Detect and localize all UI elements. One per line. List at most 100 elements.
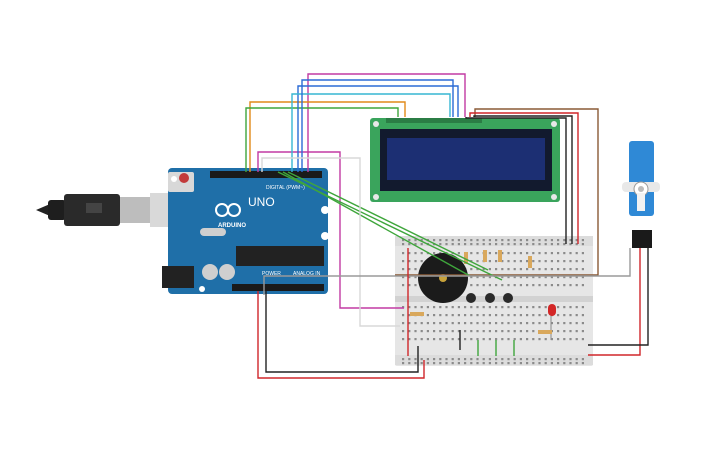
breadboard-hole [557, 362, 560, 365]
breadboard-hole [563, 314, 566, 317]
breadboard-hole [563, 243, 566, 246]
breadboard-hole [482, 330, 485, 333]
breadboard-hole [488, 268, 491, 271]
breadboard-hole [439, 322, 442, 325]
breadboard-hole [488, 306, 491, 309]
breadboard-hole [457, 338, 460, 341]
breadboard-hole [445, 243, 448, 246]
breadboard-hole [495, 268, 498, 271]
breadboard-hole [575, 358, 578, 361]
breadboard-hole [495, 322, 498, 325]
breadboard-hole [575, 284, 578, 287]
analog-header [232, 284, 324, 291]
push-buttons[interactable] [466, 293, 513, 303]
breadboard-hole [557, 243, 560, 246]
breadboard-hole [402, 330, 405, 333]
breadboard-hole [519, 243, 522, 246]
breadboard-hole [408, 276, 411, 279]
breadboard-hole [507, 338, 510, 341]
breadboard-hole [507, 322, 510, 325]
breadboard-hole [501, 276, 504, 279]
reset-button[interactable] [179, 173, 189, 183]
breadboard-hole [445, 306, 448, 309]
lcd-module [370, 118, 560, 202]
breadboard-hole [439, 362, 442, 365]
breadboard-hole [451, 362, 454, 365]
breadboard-hole [488, 243, 491, 246]
breadboard-hole [457, 314, 460, 317]
breadboard-hole [426, 322, 429, 325]
breadboard-hole [420, 252, 423, 255]
breadboard-hole [414, 260, 417, 263]
breadboard-hole [544, 306, 547, 309]
breadboard-hole [550, 243, 553, 246]
breadboard-hole [470, 322, 473, 325]
breadboard-hole [544, 284, 547, 287]
breadboard-hole [488, 252, 491, 255]
breadboard-hole [519, 322, 522, 325]
breadboard-hole [544, 314, 547, 317]
breadboard-hole [519, 314, 522, 317]
breadboard-hole [439, 330, 442, 333]
breadboard-hole [501, 358, 504, 361]
breadboard-hole [482, 276, 485, 279]
breadboard-hole [476, 239, 479, 242]
breadboard-hole [451, 358, 454, 361]
breadboard-hole [433, 322, 436, 325]
breadboard-hole [439, 306, 442, 309]
breadboard-hole [464, 358, 467, 361]
breadboard-hole [439, 252, 442, 255]
breadboard-hole [501, 330, 504, 333]
breadboard-hole [507, 358, 510, 361]
breadboard-hole [439, 239, 442, 242]
breadboard-hole [550, 358, 553, 361]
breadboard-hole [414, 322, 417, 325]
breadboard-hole [544, 268, 547, 271]
breadboard-hole [426, 330, 429, 333]
breadboard-hole [519, 284, 522, 287]
breadboard-hole [402, 268, 405, 271]
breadboard-hole [526, 322, 529, 325]
breadboard-hole [550, 322, 553, 325]
breadboard-hole [501, 239, 504, 242]
breadboard-hole [557, 330, 560, 333]
breadboard-hole [482, 322, 485, 325]
breadboard-holes [402, 239, 584, 365]
breadboard-hole [433, 239, 436, 242]
breadboard-hole [550, 362, 553, 365]
breadboard-hole [457, 239, 460, 242]
breadboard-hole [488, 322, 491, 325]
breadboard-hole [557, 306, 560, 309]
breadboard-hole [482, 362, 485, 365]
breadboard-hole [470, 243, 473, 246]
breadboard-hole [550, 338, 553, 341]
breadboard-hole [476, 338, 479, 341]
arduino-brand: ARDUINO [218, 223, 246, 229]
arduino-model: UNO [248, 195, 275, 209]
breadboard-hole [402, 276, 405, 279]
breadboard-hole [569, 338, 572, 341]
breadboard-hole [482, 358, 485, 361]
breadboard-hole [557, 284, 560, 287]
breadboard-hole [563, 284, 566, 287]
breadboard-hole [501, 268, 504, 271]
breadboard-hole [414, 268, 417, 271]
breadboard-hole [532, 243, 535, 246]
breadboard-hole [569, 362, 572, 365]
breadboard-hole [495, 338, 498, 341]
breadboard-hole [544, 338, 547, 341]
breadboard-hole [538, 306, 541, 309]
breadboard-hole [575, 314, 578, 317]
breadboard-hole [557, 239, 560, 242]
breadboard-hole [513, 276, 516, 279]
breadboard-hole [414, 284, 417, 287]
breadboard-hole [526, 276, 529, 279]
breadboard-hole [408, 358, 411, 361]
breadboard-hole [451, 243, 454, 246]
breadboard-hole [402, 338, 405, 341]
breadboard-hole [581, 330, 584, 333]
lcd-screen [387, 138, 545, 180]
breadboard-hole [526, 252, 529, 255]
breadboard-hole [519, 330, 522, 333]
breadboard-hole [581, 243, 584, 246]
